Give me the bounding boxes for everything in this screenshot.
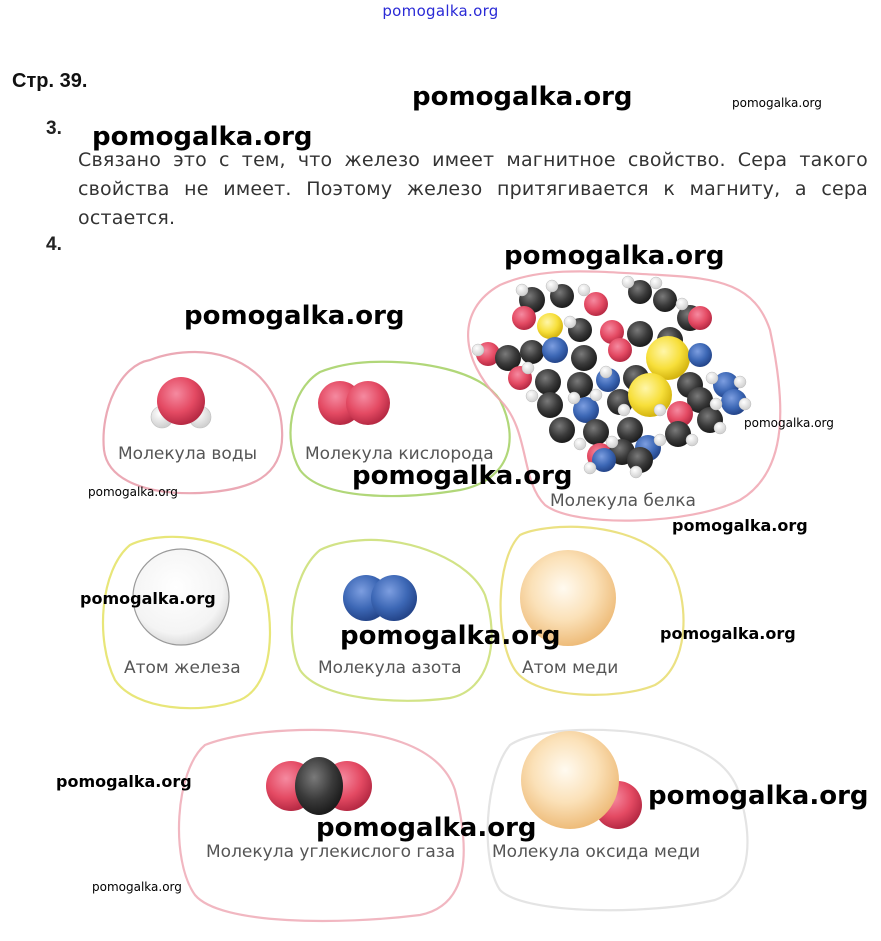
protein-hydrogen-atom xyxy=(621,275,635,289)
protein-atom xyxy=(573,397,599,423)
protein-hydrogen-atom xyxy=(515,283,529,297)
protein-hydrogen-atom xyxy=(709,397,723,411)
caption-oxygen: Молекула кислорода xyxy=(305,444,494,464)
caption-nitrogen: Молекула азота xyxy=(318,658,462,678)
watermark: pomogalka.org xyxy=(504,241,725,271)
watermark: pomogalka.org xyxy=(744,416,834,430)
protein-atom xyxy=(549,417,575,443)
protein-atom xyxy=(627,321,653,347)
protein-atom xyxy=(721,389,747,415)
protein-molecule xyxy=(471,275,752,479)
iron-atom xyxy=(132,548,230,646)
watermark: pomogalka.org xyxy=(412,82,633,112)
protein-hydrogen-atom xyxy=(653,433,667,447)
watermark: pomogalka.org xyxy=(80,589,216,608)
protein-atom xyxy=(688,343,712,367)
protein-hydrogen-atom xyxy=(599,365,613,379)
protein-atom xyxy=(495,345,521,371)
protein-atom xyxy=(537,392,563,418)
protein-hydrogen-atom xyxy=(675,297,689,311)
outline-protein xyxy=(467,270,782,522)
watermark: pomogalka.org xyxy=(352,461,573,491)
protein-hydrogen-atom xyxy=(685,433,699,447)
protein-atom xyxy=(584,292,608,316)
protein-atom xyxy=(665,421,691,447)
page-heading: Стр. 39. xyxy=(12,70,88,92)
caption-co2: Молекула углекислого газа xyxy=(206,842,456,862)
protein-atom xyxy=(617,417,643,443)
protein-atom xyxy=(687,387,713,413)
watermark: pomogalka.org xyxy=(732,96,822,110)
protein-atom xyxy=(592,448,616,472)
protein-atom xyxy=(608,338,632,362)
outline-nitrogen xyxy=(290,538,493,702)
watermark: pomogalka.org xyxy=(316,813,537,843)
watermark: pomogalka.org xyxy=(92,880,182,894)
protein-hydrogen-atom xyxy=(567,391,581,405)
watermark: pomogalka.org xyxy=(56,772,192,791)
copper-atom xyxy=(520,550,616,646)
protein-hydrogen-atom xyxy=(713,421,727,435)
protein-hydrogen-atom xyxy=(521,361,535,375)
protein-hydrogen-atom xyxy=(525,389,539,403)
watermark: pomogalka.org xyxy=(88,485,178,499)
task3-answer-text: Связано это с тем, что железо имеет магн… xyxy=(78,149,868,229)
caption-iron: Атом железа xyxy=(124,658,241,678)
watermark: pomogalka.org xyxy=(340,621,561,651)
protein-atom xyxy=(537,313,563,339)
outline-water xyxy=(102,350,284,495)
outline-copper xyxy=(499,525,685,696)
outline-co2 xyxy=(177,728,465,923)
protein-atom xyxy=(583,419,609,445)
protein-atom xyxy=(653,288,677,312)
protein-hydrogen-atom xyxy=(577,283,591,297)
protein-hydrogen-atom xyxy=(629,465,643,479)
nitrogen-molecule xyxy=(343,575,417,621)
watermark: pomogalka.org xyxy=(648,781,869,811)
protein-hydrogen-atom xyxy=(573,437,587,451)
carbon-dioxide-molecule xyxy=(266,757,372,815)
protein-atom xyxy=(628,280,652,304)
water-molecule xyxy=(150,377,212,429)
protein-hydrogen-atom xyxy=(617,403,631,417)
watermark: pomogalka.org xyxy=(184,301,405,331)
protein-hydrogen-atom xyxy=(705,371,719,385)
protein-hydrogen-atom xyxy=(583,461,597,475)
outline-copper-oxide xyxy=(486,728,749,912)
task3-number: 3. xyxy=(46,118,62,139)
protein-atom xyxy=(600,320,624,344)
caption-water: Молекула воды xyxy=(118,444,258,464)
protein-hydrogen-atom xyxy=(733,375,747,389)
protein-atom xyxy=(535,369,561,395)
outline-iron xyxy=(101,535,272,710)
protein-atom xyxy=(688,306,712,330)
oxygen-molecule xyxy=(318,381,390,425)
protein-hydrogen-atom xyxy=(653,403,667,417)
watermark: pomogalka.org xyxy=(92,122,313,152)
protein-hydrogen-atom xyxy=(589,388,603,402)
task4-number: 4. xyxy=(46,234,62,255)
protein-atom xyxy=(646,336,690,380)
protein-hydrogen-atom xyxy=(545,279,559,293)
protein-atom xyxy=(667,401,693,427)
top-watermark: pomogalka.org xyxy=(382,2,499,20)
protein-atom xyxy=(567,372,593,398)
caption-protein: Молекула белка xyxy=(550,491,696,511)
protein-hydrogen-atom xyxy=(649,276,663,290)
protein-atom xyxy=(520,340,544,364)
copper-oxide-molecule xyxy=(521,731,642,829)
protein-hydrogen-atom xyxy=(563,315,577,329)
caption-copper-oxide: Молекула оксида меди xyxy=(492,842,701,862)
protein-hydrogen-atom xyxy=(605,435,619,449)
caption-copper: Атом меди xyxy=(522,658,619,678)
watermark: pomogalka.org xyxy=(672,516,808,535)
protein-hydrogen-atom xyxy=(471,343,485,357)
watermark: pomogalka.org xyxy=(660,624,796,643)
protein-hydrogen-atom xyxy=(738,397,752,411)
protein-atom xyxy=(571,345,597,371)
outline-oxygen xyxy=(289,360,511,498)
protein-atom xyxy=(512,306,536,330)
protein-atom xyxy=(542,337,568,363)
